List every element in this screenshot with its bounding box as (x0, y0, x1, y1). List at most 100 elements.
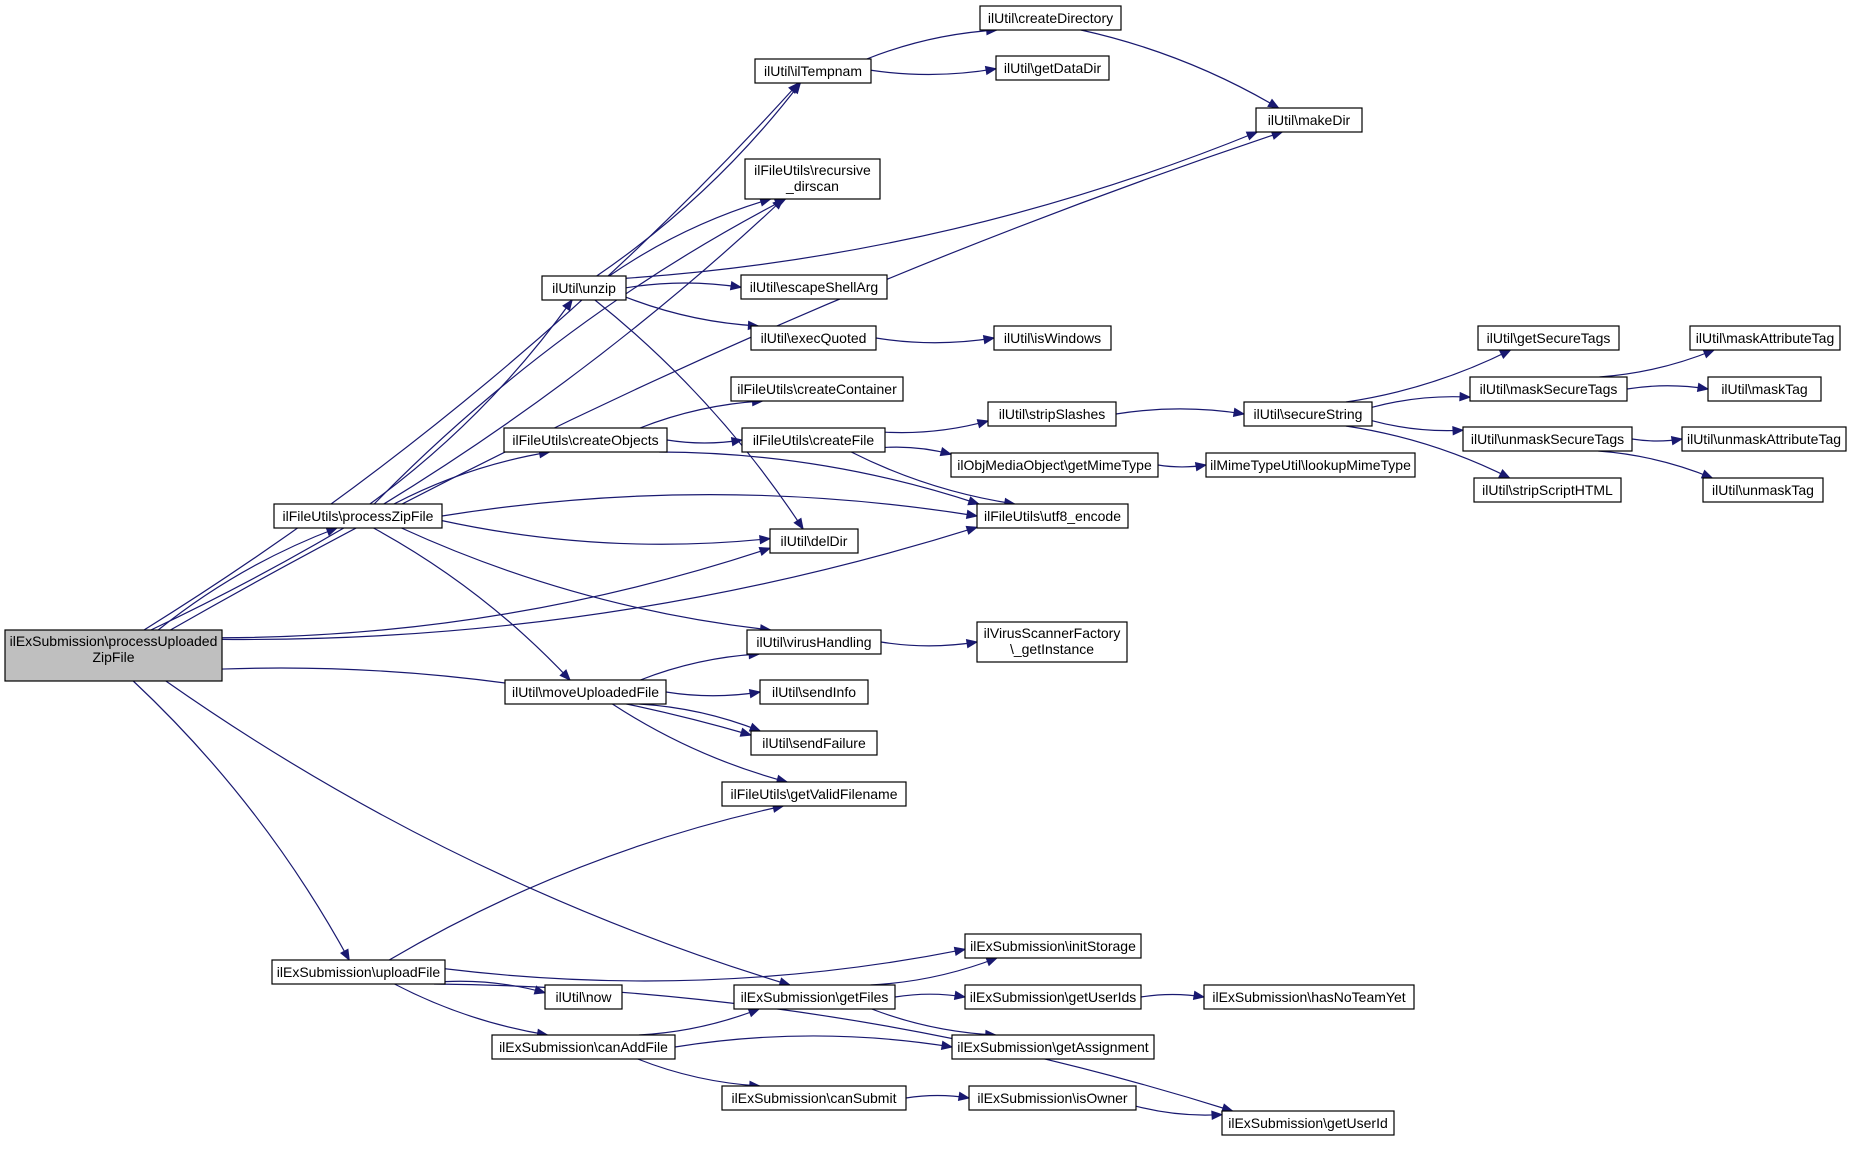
node-ilutil-virushandling[interactable]: ilUtil\virusHandling (746, 629, 882, 655)
node-ilfileutils-processzipfile[interactable]: ilFileUtils\processZipFile (273, 503, 443, 529)
node-label: ilVirusScannerFactory (984, 625, 1121, 641)
node-ilutil-getdatadir[interactable]: ilUtil\getDataDir (995, 55, 1110, 81)
arrowhead-n13-to-n14 (1232, 407, 1246, 418)
node-ilexsubmission-cansubmit[interactable]: ilExSubmission\canSubmit (721, 1085, 907, 1111)
node-ilutil-unmasktag[interactable]: ilUtil\unmaskTag (1702, 477, 1824, 503)
arrowhead-n19-to-n20 (1670, 435, 1684, 446)
edge-n0-to-n34 (132, 680, 350, 961)
arrowhead-n37-to-n38 (953, 990, 967, 1001)
node-box (1689, 325, 1841, 351)
node-label: ilUtil\moveUploadedFile (512, 684, 659, 700)
node-ilfileutils-createfile[interactable]: ilFileUtils\createFile (741, 427, 886, 453)
node-box (1255, 107, 1363, 133)
node-box (769, 528, 859, 554)
node-ilutil-sendfailure[interactable]: ilUtil\sendFailure (750, 730, 878, 756)
arrowhead-n6-to-n27 (793, 517, 804, 531)
node-ilexsubmission-isowner[interactable]: ilExSubmission\isOwner (968, 1085, 1137, 1111)
node-ilutil-maskattributetag[interactable]: ilUtil\maskAttributeTag (1689, 325, 1841, 351)
arrowhead-n23-to-n24 (1194, 461, 1208, 472)
node-ilutil-stripscripthtml[interactable]: ilUtil\stripScriptHTML (1473, 477, 1622, 503)
node-ilexsubmission-getuserid[interactable]: ilExSubmission\getUserId (1221, 1110, 1395, 1136)
node-ilexsubmission-initstorage[interactable]: ilExSubmission\initStorage (964, 933, 1142, 959)
node-ilfileutils-utf8-encode[interactable]: ilFileUtils\utf8_encode (976, 503, 1129, 529)
node-ilutil-iswindows[interactable]: ilUtil\isWindows (993, 325, 1112, 351)
node-ilutil-getsecuretags[interactable]: ilUtil\getSecureTags (1477, 325, 1620, 351)
node-ilfileutils-createcontainer[interactable]: ilFileUtils\createContainer (730, 376, 904, 402)
arrowhead-n40-to-n41 (940, 1040, 954, 1051)
node-box (1477, 325, 1620, 351)
node-box (964, 984, 1142, 1010)
edge-n14-to-n15 (1345, 349, 1511, 403)
node-ilexsubmission-getassignment[interactable]: ilExSubmission\getAssignment (951, 1034, 1155, 1060)
node-label: ilUtil\delDir (781, 533, 848, 549)
node-ilobjmediaobject-getmimetype[interactable]: ilObjMediaObject\getMimeType (950, 452, 1159, 478)
edge-n25-to-n30 (373, 527, 571, 681)
arrowhead-n6-to-n1 (790, 81, 802, 95)
edge-n14-to-n19 (1371, 420, 1464, 432)
node-ilexsubmission-getuserids[interactable]: ilExSubmission\getUserIds (964, 984, 1142, 1010)
node-ilutil-unzip[interactable]: ilUtil\unzip (541, 275, 627, 301)
node-ilutil-masktag[interactable]: ilUtil\maskTag (1707, 376, 1822, 402)
node-ilutil-escapeshellarg[interactable]: ilUtil\escapeShellArg (740, 274, 888, 300)
arrowhead-n30-to-n32 (748, 722, 762, 732)
node-label: ilFileUtils\processZipFile (283, 508, 434, 524)
node-ilutil-sendinfo[interactable]: ilUtil\sendInfo (759, 679, 869, 705)
edge-n34-to-n40 (394, 983, 548, 1036)
node-box (744, 158, 881, 200)
node-box (721, 1085, 907, 1111)
arrowhead-n8-to-n9 (982, 334, 996, 345)
node-box (995, 55, 1110, 81)
arrowhead-n28-to-n29 (965, 638, 979, 649)
node-ilexsubmission-getfiles[interactable]: ilExSubmission\getFiles (733, 984, 896, 1010)
node-ilutil-securestring[interactable]: ilUtil\secureString (1243, 401, 1373, 427)
node-ilutil-now[interactable]: ilUtil\now (544, 984, 623, 1010)
node-ilutil-masksecuretags[interactable]: ilUtil\maskSecureTags (1469, 376, 1628, 402)
node-ilfileutils-getvalidfilename[interactable]: ilFileUtils\getValidFilename (721, 781, 907, 807)
node-box (746, 629, 882, 655)
node-box (993, 325, 1112, 351)
node-ilutil-unmasksecuretags[interactable]: ilUtil\unmaskSecureTags (1462, 426, 1633, 452)
node-label: ilUtil\getDataDir (1004, 60, 1102, 76)
edge-n30-to-n31 (665, 691, 761, 697)
arrowhead-n6-to-n7 (729, 281, 743, 291)
node-box (740, 274, 888, 300)
arrowhead-n14-to-n22 (1498, 469, 1511, 479)
node-ilutil-deldir[interactable]: ilUtil\delDir (769, 528, 859, 554)
node-ilmimetypeutil-lookupmimetype[interactable]: ilMimeTypeUtil\lookupMimeType (1205, 452, 1416, 478)
arrowhead-n11-to-n26 (967, 496, 981, 506)
node-box (544, 984, 623, 1010)
node-ilutil-makedir[interactable]: ilUtil\makeDir (1255, 107, 1363, 133)
node-ilutil-unmaskattributetag[interactable]: ilUtil\unmaskAttributeTag (1681, 426, 1847, 452)
node-box (1707, 376, 1822, 402)
edge-n25-to-n6 (369, 299, 573, 505)
node-label: ilUtil\makeDir (1268, 112, 1351, 128)
node-ilexsubmission-uploadfile[interactable]: ilExSubmission\uploadFile (271, 959, 446, 985)
node-ilutil-moveuploadedfile[interactable]: ilUtil\moveUploadedFile (504, 679, 667, 705)
node-label-line2: ZipFile (92, 649, 134, 665)
node-ilfileutils-createobjects[interactable]: ilFileUtils\createObjects (503, 427, 668, 453)
arrowhead-n25-to-n26 (965, 509, 979, 520)
edge-n6-to-n1 (596, 82, 801, 277)
node-label: ilObjMediaObject\getMimeType (957, 457, 1152, 473)
edge-n37-to-n41 (871, 1008, 996, 1036)
arrowhead-n34-to-n35 (953, 946, 967, 956)
node-ilutil-stripslashes[interactable]: ilUtil\stripSlashes (987, 401, 1117, 427)
node-box (1473, 477, 1622, 503)
node-box (950, 452, 1159, 478)
node-label: ilExSubmission\canSubmit (732, 1090, 897, 1106)
node-box (733, 984, 896, 1010)
node-box (1205, 452, 1416, 478)
node-label: ilExSubmission\getUserId (1228, 1115, 1388, 1131)
node-label: ilExSubmission\canAddFile (499, 1039, 668, 1055)
node-ilfileutils-recursive-dirscan[interactable]: ilFileUtils\recursive_dirscan (744, 158, 881, 200)
node-label: ilUtil\unmaskTag (1712, 482, 1814, 498)
node-ilutil-execquoted[interactable]: ilUtil\execQuoted (750, 325, 877, 351)
node-ilvirusscannerfactory-getinstance[interactable]: ilVirusScannerFactory\_getInstance (976, 621, 1128, 663)
node-ilexsubmission-hasnoteamyet[interactable]: ilExSubmission\hasNoTeamYet (1203, 984, 1415, 1010)
node-label: ilUtil\escapeShellArg (750, 279, 878, 295)
edge-n30-to-n33 (612, 703, 788, 783)
node-ilexsubmission-canaddfile[interactable]: ilExSubmission\canAddFile (491, 1034, 676, 1060)
node-ilutil-iltempnam[interactable]: ilUtil\ilTempnam (754, 58, 872, 84)
node-ilutil-createdirectory[interactable]: ilUtil\createDirectory (979, 5, 1122, 31)
